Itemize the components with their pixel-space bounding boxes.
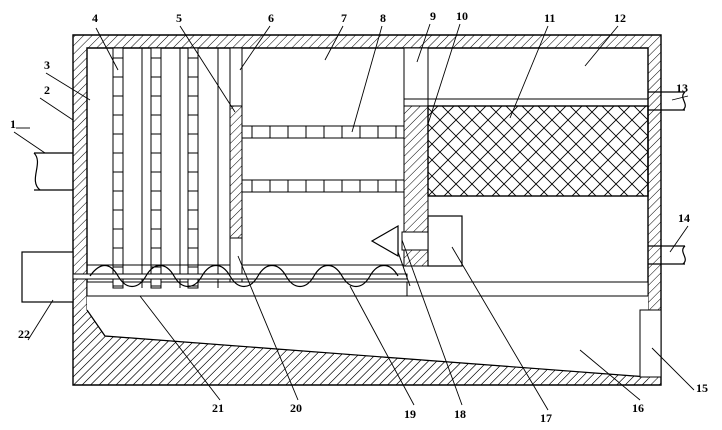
label-1: 1 — [10, 117, 16, 131]
part-labels: 1 2 3 4 5 6 7 8 9 10 11 12 13 14 15 16 1… — [10, 9, 708, 425]
wall-9 — [403, 47, 429, 107]
sloped-channel — [87, 296, 648, 377]
label-11: 11 — [544, 11, 555, 25]
label-10: 10 — [456, 9, 468, 23]
label-21: 21 — [212, 401, 224, 415]
cone-18 — [370, 224, 399, 258]
label-12: 12 — [614, 11, 626, 25]
label-20: 20 — [290, 401, 302, 415]
label-4: 4 — [92, 11, 98, 25]
label-19: 19 — [404, 407, 416, 421]
label-15: 15 — [696, 381, 708, 395]
screw-shaft — [72, 273, 408, 280]
motor-17 — [427, 215, 463, 267]
pipe-13 — [648, 91, 686, 111]
label-18: 18 — [454, 407, 466, 421]
label-16: 16 — [632, 401, 644, 415]
partition-5 — [229, 105, 243, 239]
shaft-coupling — [401, 231, 429, 251]
floor-hatch — [73, 310, 648, 385]
motor-22 — [21, 251, 74, 303]
label-14: 14 — [678, 211, 690, 225]
left-floor-slab — [86, 281, 408, 297]
screw-support — [397, 251, 411, 287]
pipe-14 — [648, 245, 686, 265]
label-5: 5 — [176, 11, 182, 25]
label-3: 3 — [44, 58, 50, 72]
label-13: 13 — [676, 81, 688, 95]
label-2: 2 — [44, 83, 50, 97]
label-8: 8 — [380, 11, 386, 25]
vertical-filter-columns — [112, 47, 219, 289]
screw-flight-19 — [89, 264, 399, 288]
filter-bars-8 — [241, 125, 405, 193]
filter-mesh-11 — [427, 105, 649, 197]
right-floor-slab — [406, 281, 649, 297]
outlet-15 — [639, 309, 662, 378]
partition-6 — [229, 47, 243, 107]
label-22: 22 — [18, 327, 30, 341]
label-6: 6 — [268, 11, 274, 25]
column-ticks — [113, 57, 198, 287]
label-17: 17 — [540, 411, 552, 425]
partition-20 — [229, 237, 243, 283]
label-9: 9 — [430, 9, 436, 23]
label-7: 7 — [341, 11, 347, 25]
inlet-pipe-1 — [33, 152, 73, 191]
leader-lines — [13, 23, 695, 411]
bar-ticks — [251, 126, 397, 192]
